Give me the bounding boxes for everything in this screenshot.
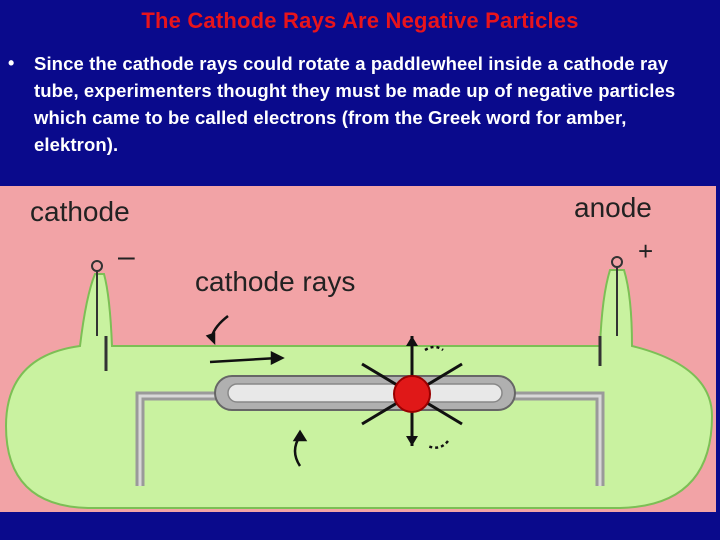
cathode-ray-tube-diagram: cathode anode cathode rays – + xyxy=(0,186,720,512)
label-cathode-rays: cathode rays xyxy=(195,266,356,297)
label-anode: anode xyxy=(574,192,652,223)
negative-sign: – xyxy=(118,240,135,273)
label-cathode: cathode xyxy=(30,196,130,227)
paddlewheel-icon xyxy=(361,336,463,446)
tube-illustration xyxy=(0,186,716,512)
arrow-icon xyxy=(205,315,449,467)
anode-electrode-icon xyxy=(598,256,623,366)
positive-sign: + xyxy=(638,236,654,266)
bullet-marker: • xyxy=(8,53,15,73)
cathode-electrode-icon xyxy=(91,260,108,371)
page-title: The Cathode Rays Are Negative Particles xyxy=(141,8,579,33)
bullet-text: Since the cathode rays could rotate a pa… xyxy=(34,53,676,155)
